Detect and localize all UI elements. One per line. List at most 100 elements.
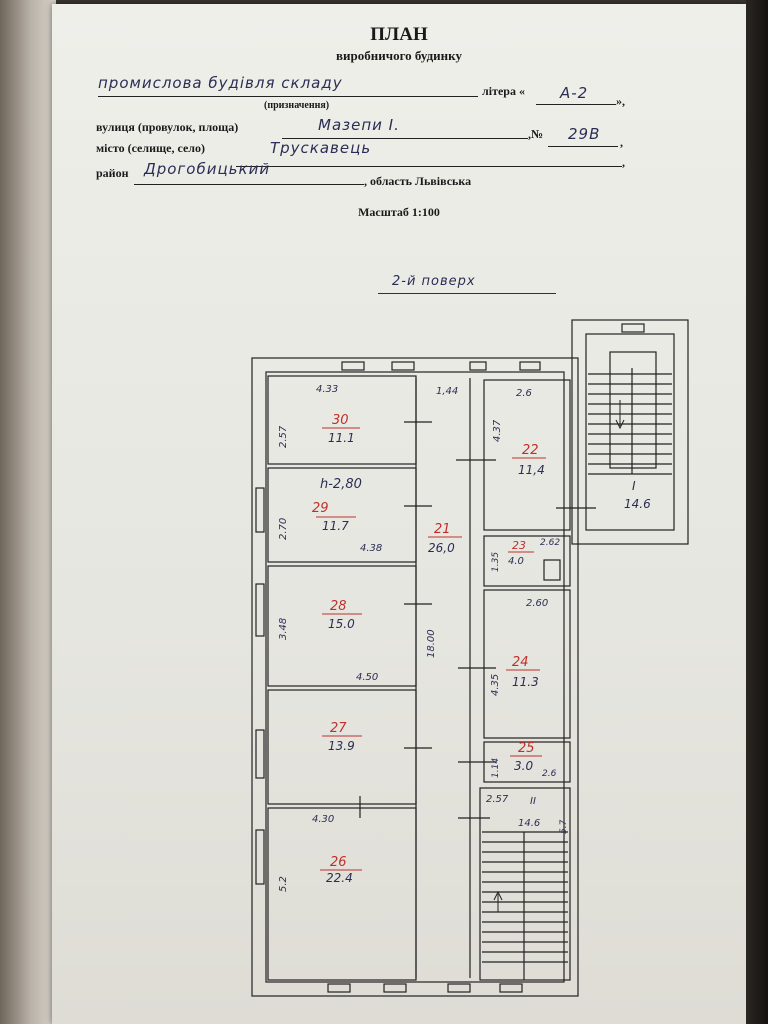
window-top-4 — [519, 361, 541, 371]
fixture-23 — [543, 559, 561, 581]
dimension-label: 2.6 — [516, 388, 532, 399]
outer-wall-main — [251, 357, 579, 997]
room-area: 11.3 — [512, 675, 539, 689]
purpose-underline — [98, 96, 478, 97]
window-bottom-2 — [383, 983, 407, 993]
room-area: 11.7 — [322, 519, 349, 533]
dimension-label: 2.57 — [278, 425, 289, 448]
room-area: 14.6 — [624, 497, 651, 511]
dimension-label: 2.70 — [278, 518, 289, 540]
dimension-label: 2.60 — [526, 598, 548, 609]
room-28-outline — [267, 565, 417, 687]
dimension-label: 2.57 — [486, 794, 509, 805]
window-left-2 — [255, 583, 265, 637]
room-30-outline — [267, 375, 417, 465]
street-underline — [282, 138, 528, 139]
room-area: 11.1 — [328, 431, 355, 445]
stair-arrows — [493, 400, 625, 912]
room-area: 3.0 — [514, 759, 533, 773]
number-close: , — [620, 135, 623, 149]
room-number: 30 — [332, 413, 349, 428]
dimension-label: 4.35 — [490, 674, 501, 696]
district-label: район — [96, 166, 129, 180]
dimension-label: 4.33 — [316, 384, 338, 395]
region-text: , область Львівська — [364, 174, 472, 188]
room-numbers: 30 29 28 27 26 21 22 23 24 25 — [312, 413, 539, 870]
window-left-3 — [255, 729, 265, 779]
stair-II-treads — [482, 831, 568, 980]
street-value: Мазепи І. — [318, 116, 400, 134]
street-label: вулиця (провулок, площа) — [96, 120, 239, 134]
window-tower-top — [621, 323, 645, 333]
room-26-outline — [267, 807, 417, 981]
purpose-caption: (призначення) — [264, 100, 330, 111]
room-number: II — [530, 796, 536, 807]
inner-wall-main — [265, 371, 565, 983]
number-label: ,№ — [528, 127, 544, 141]
window-top-1 — [341, 361, 365, 371]
window-top-2 — [391, 361, 415, 371]
room-23-outline — [483, 535, 571, 587]
dimension-label: 4.38 — [360, 543, 382, 554]
room-number: 27 — [330, 721, 347, 736]
dimension-label: 4.30 — [312, 814, 334, 825]
room-number: 26 — [330, 855, 347, 870]
room-area: 22.4 — [326, 871, 353, 885]
window-bottom-4 — [499, 983, 523, 993]
dimension-label: 4.37 — [492, 419, 503, 442]
inner-wall-tower — [585, 333, 675, 531]
room-number: 22 — [522, 443, 539, 458]
room-number: 21 — [434, 522, 451, 537]
document-sheet — [52, 4, 746, 1024]
city-close: , — [622, 155, 625, 169]
room-area: 13.9 — [328, 739, 355, 753]
room-27-outline — [267, 689, 417, 805]
dimension-label: 2.6 — [542, 769, 557, 779]
room-area: 26,0 — [428, 541, 455, 555]
window-bottom-1 — [327, 983, 351, 993]
litera-close: », — [616, 94, 625, 108]
room-number: 28 — [330, 599, 347, 614]
room-area: 14.6 — [518, 818, 540, 829]
scale-label: Масштаб 1:100 — [358, 205, 440, 219]
room-areas: 11.1 11.7 15.0 13.9 22.4 26,0 11,4 4.0 1… — [322, 431, 651, 885]
window-top-3 — [469, 361, 487, 371]
room-area: 4.0 — [508, 556, 524, 567]
city-label: місто (селище, село) — [96, 141, 205, 155]
dimension-label: 4.50 — [356, 672, 378, 683]
city-value: Трускавець — [270, 139, 372, 157]
dimension-label: 5.7 — [559, 819, 569, 834]
dimension-label: 1,44 — [436, 386, 458, 397]
binder-spine — [0, 0, 56, 1024]
room-number-underlines — [316, 427, 546, 871]
city-underline — [236, 166, 622, 167]
page-edge-shadow — [746, 0, 768, 1024]
dimension-label: 1.35 — [491, 552, 501, 572]
room-24-outline — [483, 589, 571, 739]
dimension-label: 1.14 — [491, 758, 501, 778]
window-bottom-3 — [447, 983, 471, 993]
litera-value: А-2 — [560, 84, 589, 102]
room-number: 24 — [512, 655, 529, 670]
litera-label: літера « — [482, 84, 525, 98]
stair-II-outline — [479, 787, 571, 981]
dimension-label: 3.48 — [278, 618, 289, 640]
litera-underline — [536, 104, 616, 105]
district-underline — [134, 184, 364, 185]
window-left-4 — [255, 829, 265, 885]
district-value: Дрогобицький — [144, 160, 271, 178]
room-29-outline — [267, 467, 417, 563]
dimension-label: 5.2 — [278, 876, 289, 892]
ceiling-height-note: h-2,80 — [320, 477, 362, 492]
stair-I-treads — [588, 351, 672, 475]
room-area: 11,4 — [518, 463, 545, 477]
window-left-1 — [255, 487, 265, 533]
floor-label: 2-й поверх — [392, 274, 476, 289]
number-underline — [548, 146, 618, 147]
floor-label-underline — [378, 293, 556, 294]
document-title: ПЛАН — [370, 24, 428, 45]
purpose-value: промислова будівля складу — [98, 74, 343, 92]
outer-wall-tower — [571, 319, 689, 545]
room-area: 15.0 — [328, 617, 355, 631]
